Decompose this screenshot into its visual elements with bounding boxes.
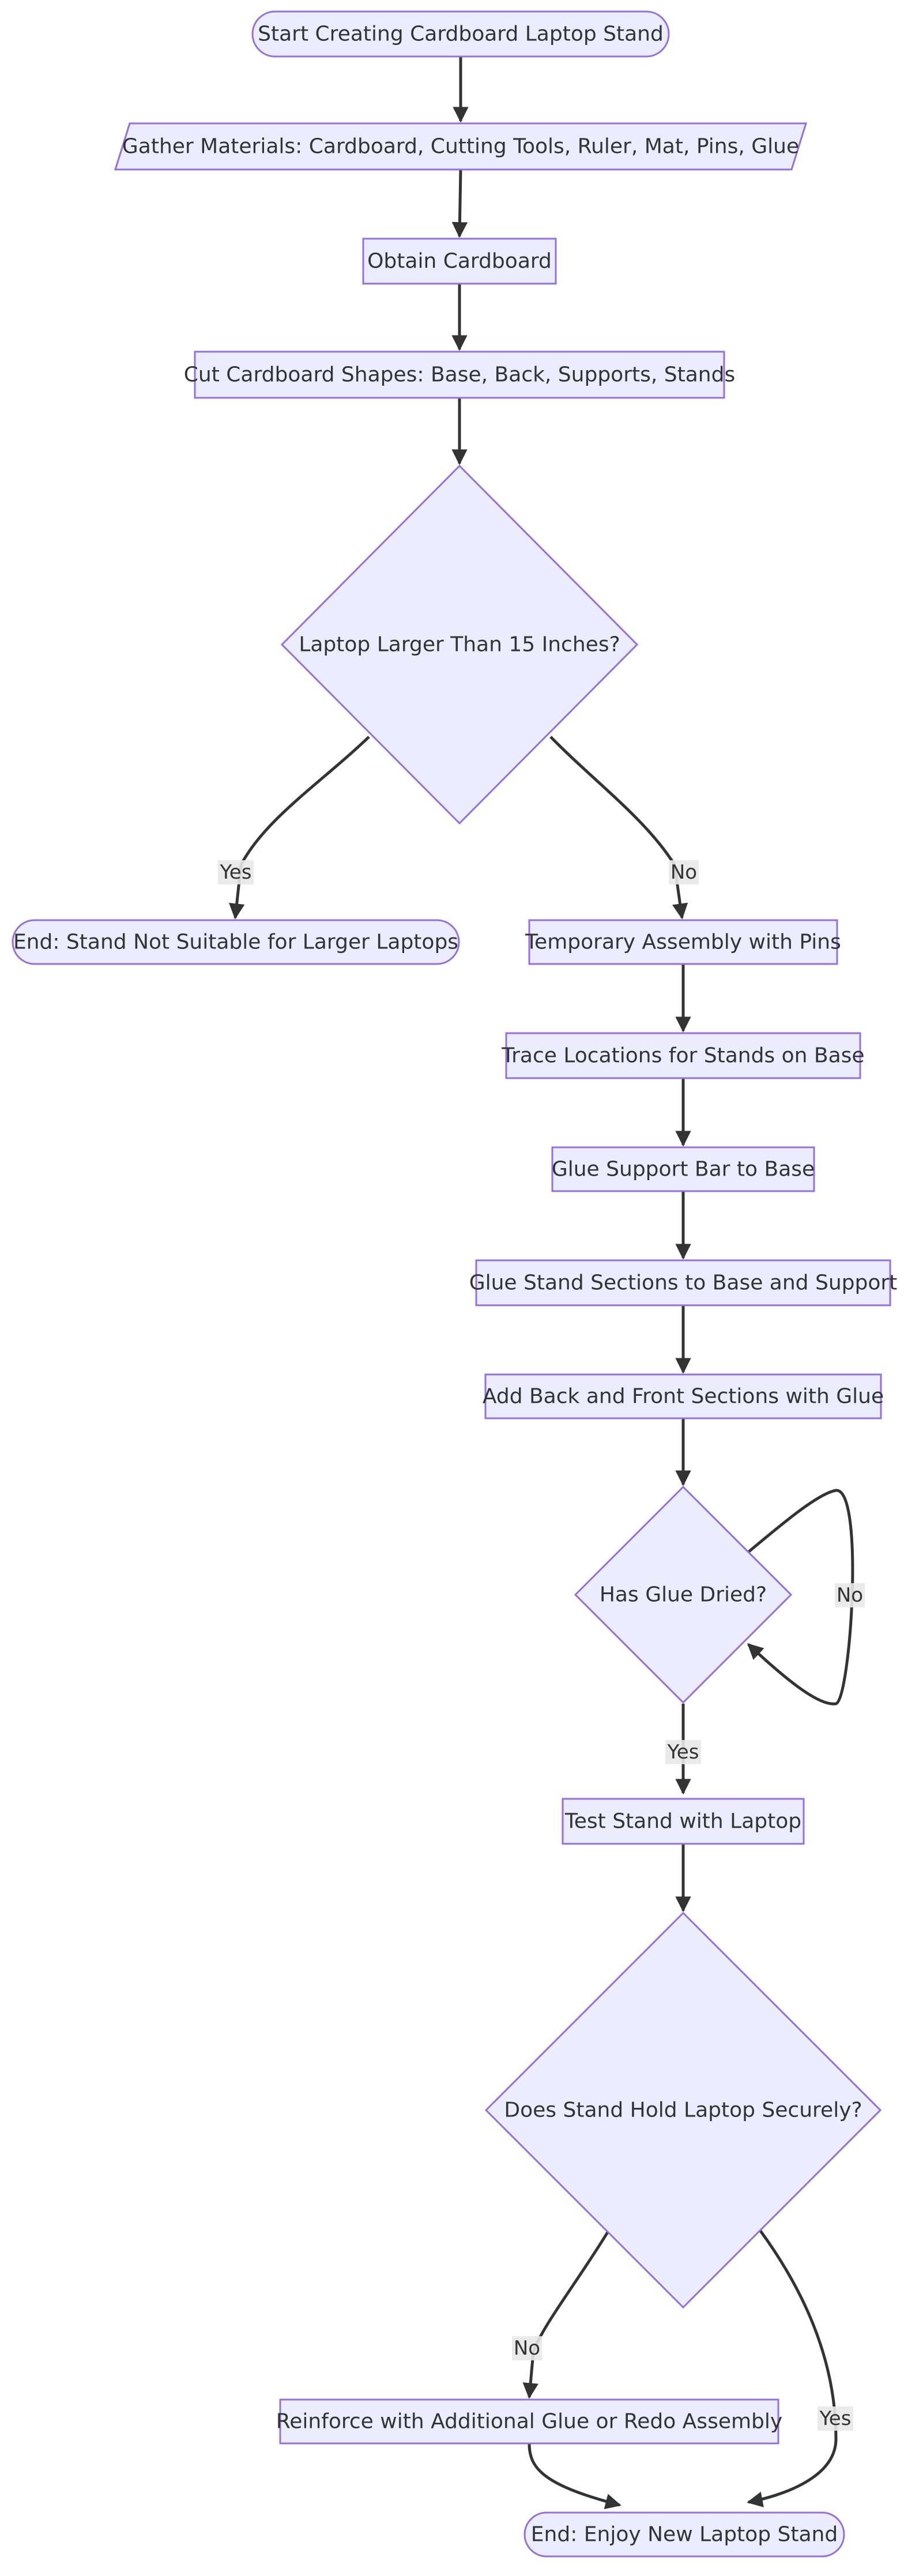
node-end-unsuitable-label: End: Stand Not Suitable for Larger Lapto… (13, 931, 458, 954)
node-test-label: Test Stand with Laptop (564, 1810, 801, 1833)
edge-reinforce-enjoy (528, 2443, 622, 2510)
node-dried-label: Has Glue Dried? (600, 1583, 767, 1607)
node-backfront: Add Back and Front Sections with Glue (483, 1373, 884, 1419)
node-larger-decision: Laptop Larger Than 15 Inches? (280, 464, 639, 825)
node-backfront-label: Add Back and Front Sections with Glue (483, 1385, 884, 1408)
node-gather: Gather Materials: Cardboard, Cutting Too… (114, 122, 808, 171)
node-reinforce: Reinforce with Additional Glue or Redo A… (276, 2398, 782, 2445)
node-trace: Trace Locations for Stands on Base (501, 1032, 865, 1079)
node-cut: Cut Cardboard Shapes: Base, Back, Suppor… (184, 351, 735, 399)
edge-label-dried-no: No (835, 1583, 865, 1607)
node-end-unsuitable: End: Stand Not Suitable for Larger Lapto… (12, 919, 460, 965)
edge-gather-obtain (451, 169, 468, 238)
nodes: Start Creating Cardboard Laptop Stand Ga… (12, 10, 898, 2558)
edge-label-dried-yes: Yes (665, 1740, 701, 1764)
node-stands: Glue Stand Sections to Base and Support (469, 1259, 898, 1306)
edge-secure-yes (747, 2229, 838, 2507)
edge-label-secure-no-text: No (514, 2337, 540, 2360)
node-start: Start Creating Cardboard Laptop Stand (251, 10, 670, 58)
node-secure-decision: Does Stand Hold Laptop Securely? (484, 1911, 882, 2309)
edge-label-dried-yes-text: Yes (667, 1741, 699, 1764)
node-reinforce-label: Reinforce with Additional Glue or Redo A… (276, 2410, 782, 2434)
node-support-label: Glue Support Bar to Base (552, 1158, 815, 1181)
edge-label-dried-no-text: No (837, 1584, 863, 1607)
node-end-enjoy: End: Enjoy New Laptop Stand (523, 2511, 845, 2558)
edge-secure-no (522, 2230, 610, 2399)
node-trace-label: Trace Locations for Stands on Base (501, 1044, 864, 1068)
edge-label-larger-yes: Yes (218, 860, 254, 884)
edge-label-secure-yes-text: Yes (819, 2407, 852, 2430)
node-stands-label: Glue Stand Sections to Base and Support (469, 1271, 898, 1295)
edge-label-larger-no: No (669, 860, 699, 884)
node-gather-label: Gather Materials: Cardboard, Cutting Too… (122, 135, 799, 159)
node-obtain-label: Obtain Cardboard (367, 250, 552, 273)
node-start-label: Start Creating Cardboard Laptop Stand (258, 22, 664, 46)
edge-label-larger-no-text: No (671, 861, 697, 884)
edge-larger-yes (229, 736, 370, 920)
node-larger-label: Laptop Larger Than 15 Inches? (299, 633, 620, 657)
edge-label-larger-yes-text: Yes (220, 861, 252, 884)
node-dried-decision: Has Glue Dried? (574, 1485, 793, 1704)
node-obtain: Obtain Cardboard (362, 238, 557, 285)
node-temp-label: Temporary Assembly with Pins (525, 931, 841, 954)
edge-label-secure-yes: Yes (818, 2406, 853, 2431)
edge-label-secure-no: No (512, 2336, 542, 2360)
node-secure-label: Does Stand Hold Laptop Securely? (504, 2099, 862, 2122)
node-support: Glue Support Bar to Base (551, 1146, 815, 1192)
node-end-enjoy-label: End: Enjoy New Laptop Stand (531, 2523, 838, 2547)
node-test: Test Stand with Laptop (562, 1798, 805, 1845)
node-cut-label: Cut Cardboard Shapes: Base, Back, Suppor… (184, 363, 735, 387)
node-temp: Temporary Assembly with Pins (525, 919, 841, 965)
edge-labels: Yes No No Yes No Yes (218, 860, 865, 2431)
edge-larger-no (549, 736, 688, 920)
